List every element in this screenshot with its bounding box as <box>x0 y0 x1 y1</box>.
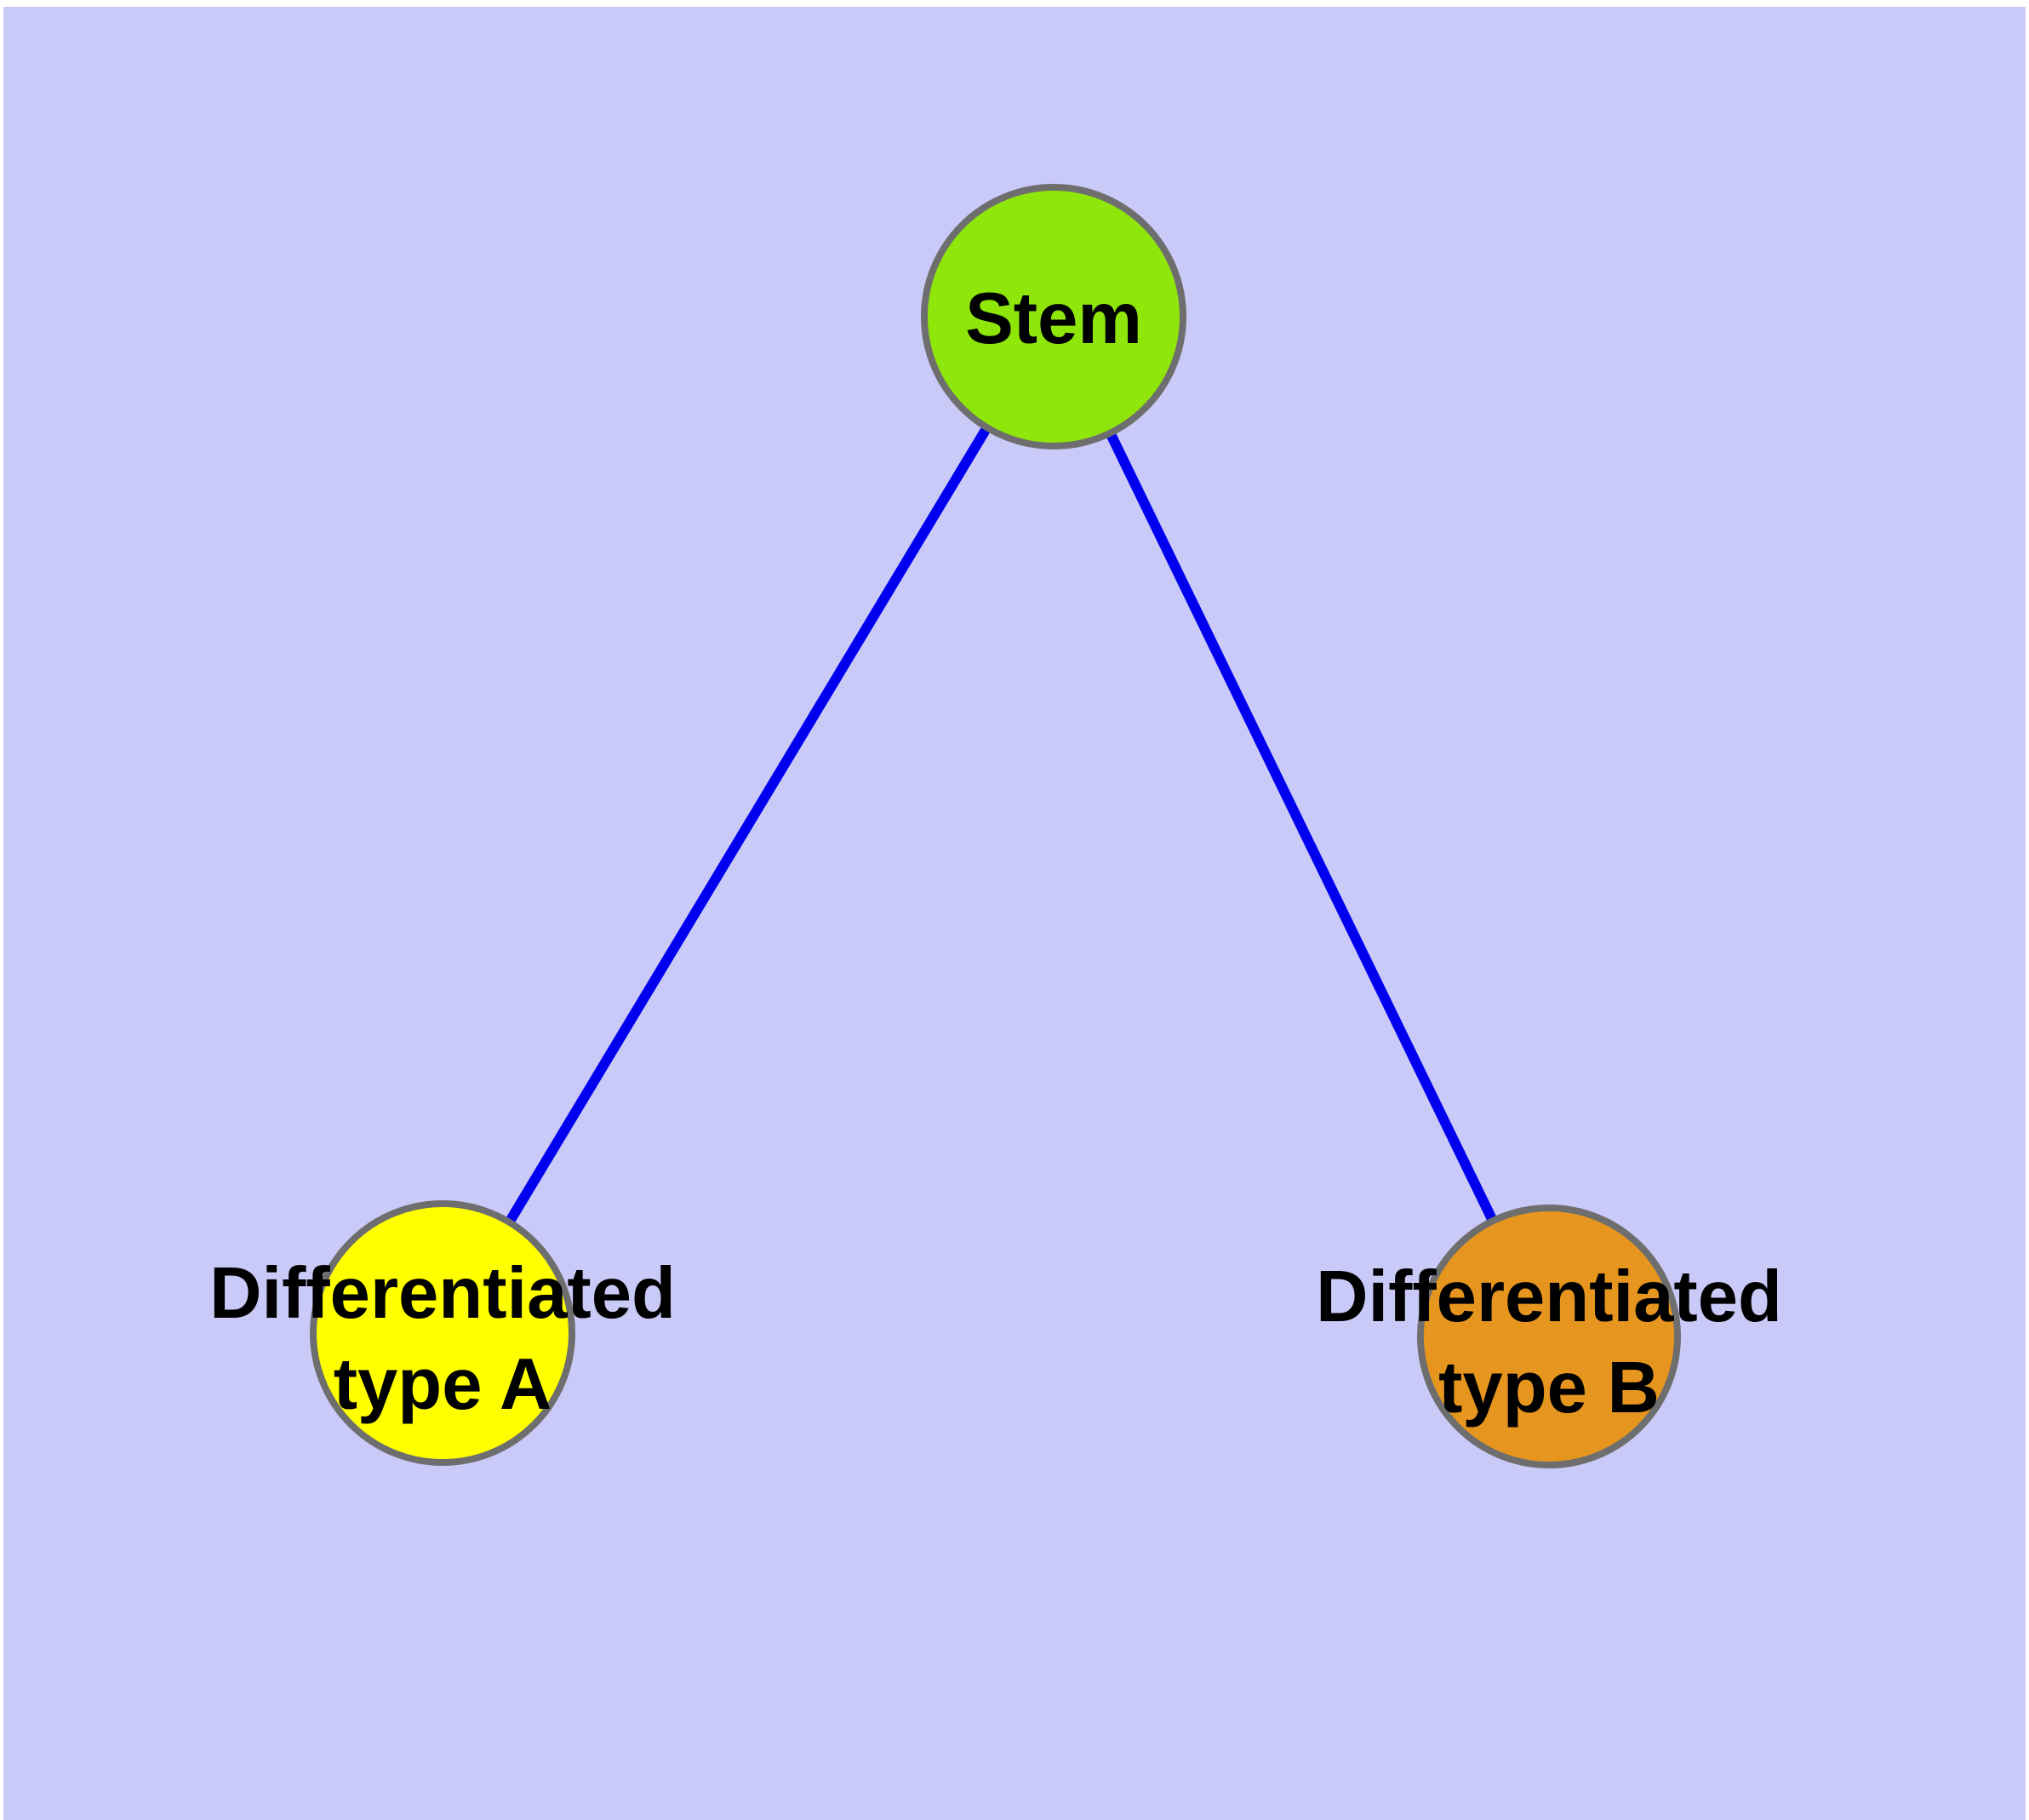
node-differentiated-type-a-label-line1: Differentiated <box>209 1253 676 1334</box>
edge-stem-to-type-a <box>437 313 1059 1336</box>
node-differentiated-type-b-label-line1: Differentiated <box>1316 1256 1782 1337</box>
node-differentiated-type-b-label-line2: type B <box>1438 1348 1660 1428</box>
node-stem-label: Stem <box>965 278 1142 359</box>
node-differentiated-type-b: Differentiated type B <box>1316 1205 1782 1468</box>
node-stem-circle <box>921 184 1186 449</box>
node-differentiated-type-a: Differentiated type A <box>209 1200 676 1466</box>
node-stem: Stem <box>921 184 1186 449</box>
node-differentiated-type-b-circle <box>1417 1205 1681 1468</box>
node-differentiated-type-a-circle <box>310 1200 575 1466</box>
edge-stem-to-type-b <box>1049 314 1554 1339</box>
node-differentiated-type-a-label-line2: type A <box>334 1344 552 1425</box>
